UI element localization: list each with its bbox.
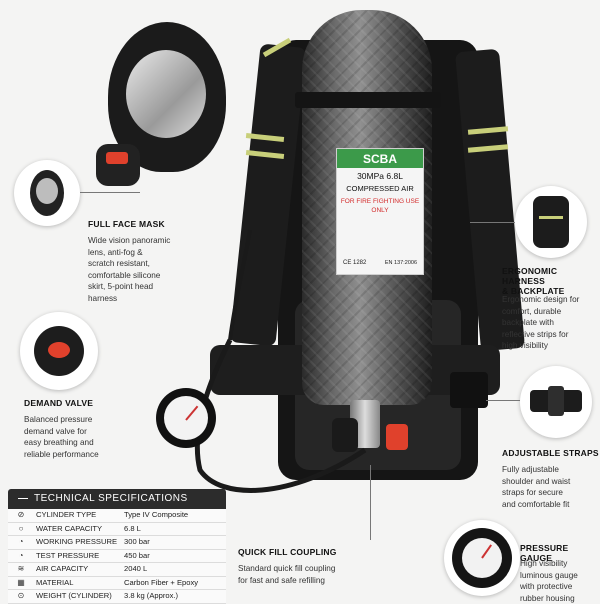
spec-row: ◔ WORKING PRESSURE 300 bar — [8, 536, 226, 550]
full-face-mask-title: FULL FACE MASK — [88, 219, 165, 229]
spec-row: ⊘ CYLINDER TYPE Type IV Composite — [8, 509, 226, 523]
ergonomic-harness-title: ERGONOMIC HARNESS & BACKPLATE — [502, 266, 565, 296]
cylinder-icon: ⊘ — [17, 510, 25, 519]
spec-row: ▦ MATERIAL Carbon Fiber + Epoxy — [8, 576, 226, 590]
mask-leader-line — [80, 192, 140, 193]
tech-specs-heading: TECHNICAL SPECIFICATIONS — [8, 489, 226, 509]
pressure-gauge-title: PRESSURE GAUGE — [520, 543, 569, 563]
product-pressure-gauge — [156, 388, 216, 448]
adjustable-straps-title: ADJUSTABLE STRAPS — [502, 448, 599, 458]
gauge-icon: ◔ — [18, 537, 24, 546]
cylinder-retaining-strap — [295, 92, 441, 108]
waist-belt-buckle — [450, 372, 488, 408]
cylinder-label-content: COMPRESSED AIR — [346, 184, 414, 193]
spec-row: ≋ AIR CAPACITY 2040 L — [8, 563, 226, 577]
quick-fill-title: QUICK FILL COUPLING — [238, 547, 337, 557]
weight-icon: ⊙ — [17, 591, 25, 600]
pressure-hose — [194, 229, 367, 493]
ergonomic-harness-description: Ergonomic design for comfort, durable ba… — [502, 295, 580, 350]
straps-leader-line — [486, 400, 520, 401]
cylinder-label-standard: EN 137:2006 — [384, 260, 417, 266]
cylinder-label-warning-1: FOR FIRE FIGHTING USE — [340, 198, 420, 205]
demand-valve-title: DEMAND VALVE — [24, 398, 94, 408]
quick-fill-description: Standard quick fill coupling for fast an… — [238, 564, 336, 585]
cylinder-label-brand: SCBA — [337, 149, 423, 168]
demand-valve-description: Balanced pressure demand valve for easy … — [24, 415, 99, 459]
cylinder-label-ce-mark: CE 1282 — [343, 260, 367, 266]
quick-fill-red-cap — [386, 424, 408, 450]
full-face-mask-description: Wide vision panoramic lens, anti-fog & s… — [88, 236, 171, 303]
pressure-gauge-description: High visibility luminous gauge with prot… — [520, 559, 578, 603]
cylinder-label-warning-2: ONLY — [371, 207, 389, 214]
spec-row: ⊙ WEIGHT (CYLINDER) 3.8 kg (Approx.) — [8, 590, 226, 604]
pressure-gauge-thumb — [444, 520, 520, 596]
technical-specifications-table: TECHNICAL SPECIFICATIONS ⊘ CYLINDER TYPE… — [8, 489, 226, 604]
demand-valve-thumb — [20, 312, 98, 390]
ergonomic-harness-thumb — [515, 186, 587, 258]
full-face-mask-thumb — [14, 160, 80, 226]
material-icon: ▦ — [17, 577, 25, 587]
air-icon: ≋ — [17, 564, 25, 573]
full-face-mask-image — [88, 12, 238, 192]
water-drop-icon: ○ — [18, 523, 24, 533]
harness-leader-line — [470, 222, 515, 223]
adjustable-straps-thumb — [520, 366, 592, 438]
spec-row: ○ WATER CAPACITY 6.8 L — [8, 522, 226, 536]
scba-product-image: SCBA 30MPa 6.8L COMPRESSED AIR FOR FIRE … — [150, 0, 525, 510]
quick-fill-leader-line — [370, 465, 371, 540]
test-gauge-icon: ◔ — [18, 550, 24, 560]
cylinder-label: SCBA 30MPa 6.8L COMPRESSED AIR FOR FIRE … — [336, 148, 424, 275]
adjustable-straps-description: Fully adjustable shoulder and waist stra… — [502, 465, 571, 509]
valve-knob — [332, 418, 358, 452]
cylinder-label-pressure: 30MPa 6.8L — [357, 171, 403, 181]
spec-row: ◔ TEST PRESSURE 450 bar — [8, 549, 226, 563]
